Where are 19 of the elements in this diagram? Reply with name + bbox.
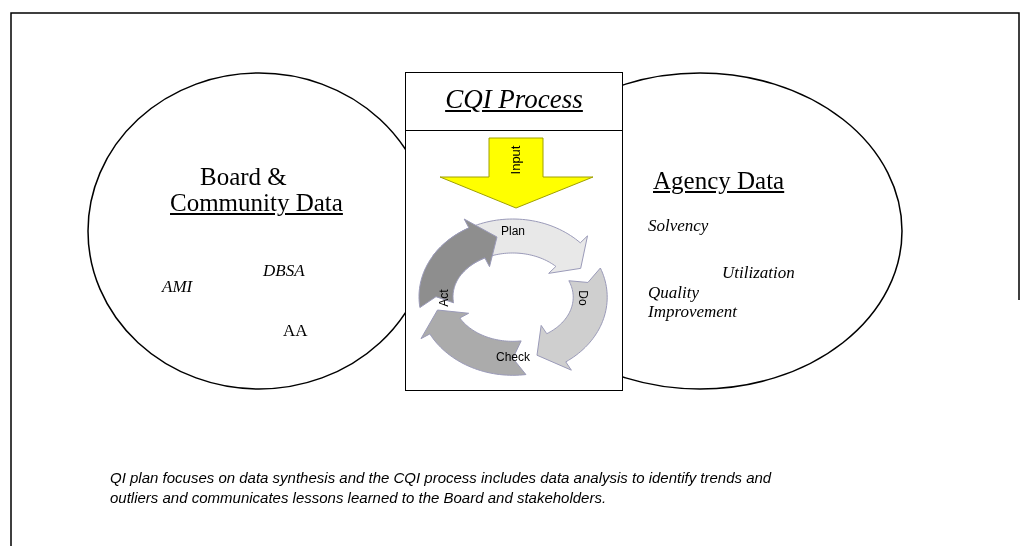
data-source-label: AMI [162,278,193,297]
caption: QI plan focuses on data synthesis and the CQI process includes data analysis to identify trends and outliers and communicates lessons learned to the Board and stakeholders. [110,468,773,509]
arrow-label: Act [438,289,452,307]
title-text: CQI Process [444,85,584,115]
title-box [405,72,623,131]
data-source-label: DBSA [263,262,305,281]
arrow-label: Input [508,145,524,175]
heading: Board & [200,163,287,191]
data-source-label: Solvency [648,217,709,236]
data-source-label: Utilization [722,264,795,283]
cycle-segment [536,267,607,370]
arrow-label: Plan [500,225,525,239]
input-segment [440,138,593,209]
heading: Agency Data [653,167,785,195]
data-source-label: AA [283,322,308,341]
heading: Community Data [170,189,343,217]
arrow-label: Do [575,290,589,306]
arrow-label: Check [496,351,530,365]
data-source-label: Quality Improvement [648,284,739,322]
